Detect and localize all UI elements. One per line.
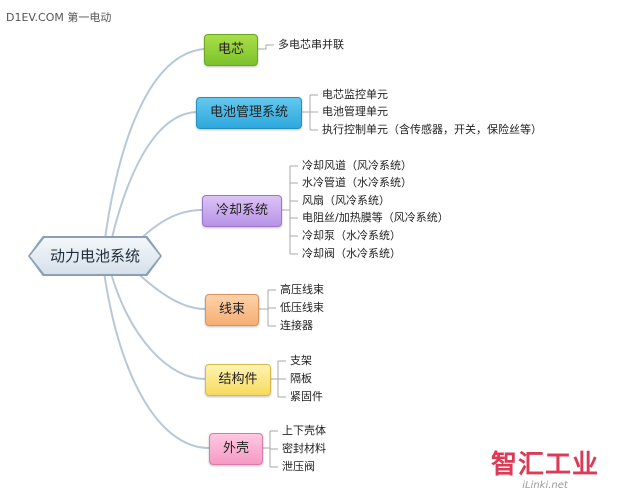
bracket-harness (257, 289, 276, 327)
root-node-fill (30, 238, 160, 274)
leaf-harness-2: 低压线束 (280, 301, 324, 314)
leaf-cooling-6: 冷却阀（水冷系统） (302, 247, 401, 260)
link-shell (103, 271, 210, 449)
leaf-shell-1: 上下壳体 (282, 424, 326, 437)
bracket-cell (256, 44, 274, 50)
leaf-structure-3: 紧固件 (290, 390, 323, 403)
branch-node-structure: 结构件 (205, 364, 271, 396)
bracket-shell (261, 430, 278, 468)
leaf-cooling-5: 冷却泵（水冷系统） (302, 229, 401, 242)
bracket-cool (280, 165, 298, 255)
leaf-harness-3: 连接器 (280, 319, 313, 332)
bracket-struct (269, 360, 286, 398)
leaf-shell-2: 密封材料 (282, 442, 326, 455)
leaf-structure-2: 隔板 (290, 372, 312, 385)
leaf-cooling-4: 电阻丝/加热膜等（风冷系统） (302, 211, 449, 224)
root-node: 动力电池系统 (28, 236, 162, 276)
link-struct (109, 269, 206, 380)
branch-node-bms: 电池管理系统 (196, 97, 302, 129)
leaf-shell-3: 泄压阀 (282, 460, 315, 473)
branch-node-shell: 外壳 (209, 433, 263, 465)
leaf-bms-2: 电池管理单元 (322, 105, 388, 118)
branch-node-cell: 电芯 (204, 34, 258, 66)
leaf-bms-3: 执行控制单元（含传感器，开关，保险丝等） (322, 123, 542, 136)
watermark-main: 智汇工业 (490, 450, 599, 480)
leaf-structure-1: 支架 (290, 354, 312, 367)
source-label: D1EV.COM 第一电动 (6, 11, 112, 24)
watermark-logo: 智汇工业 iLinki.net (470, 450, 620, 492)
leaf-bms-1: 电芯监控单元 (322, 88, 388, 101)
branch-node-cooling: 冷却系统 (202, 195, 282, 227)
branch-node-harness: 线束 (205, 294, 259, 326)
bracket-bms (300, 94, 318, 131)
leaf-cooling-3: 风扇（风冷系统） (302, 194, 390, 207)
link-bms (109, 111, 197, 247)
leaf-cooling-1: 冷却风道（风冷系统） (302, 159, 412, 172)
leaf-cell-1: 多电芯串并联 (278, 38, 344, 51)
watermark-sub: iLinki.net (522, 480, 568, 491)
link-cell (103, 48, 205, 247)
root-node-label: 动力电池系统 (49, 247, 140, 265)
leaf-harness-1: 高压线束 (280, 283, 324, 296)
leaf-cooling-2: 水冷管道（水冷系统） (302, 176, 412, 189)
